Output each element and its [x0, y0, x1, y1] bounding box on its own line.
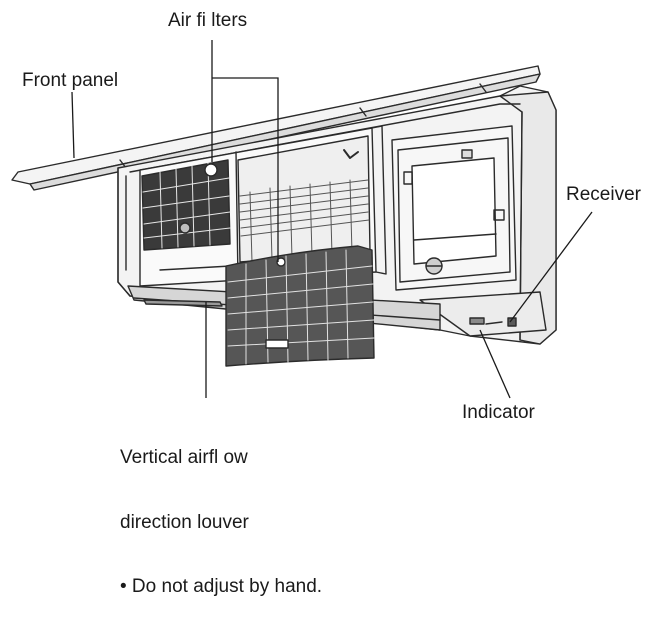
pulled-filter [225, 245, 375, 367]
leader-air-filters-bracket [212, 77, 279, 262]
vertical-louver-note: • Do not adjust by hand. [120, 576, 323, 597]
vertical-louver-line1: Vertical airfl ow [120, 447, 248, 468]
vertical-louver-line2: direction louver [120, 511, 249, 533]
leader-receiver [509, 211, 593, 323]
receiver-label: Receiver [566, 184, 641, 205]
front-panel-label: Front panel [22, 70, 119, 91]
vertical-louver-label: Vertical airfl ow direction louver • Do … [120, 404, 322, 619]
left-filter-mesh [141, 159, 231, 251]
air-conditioner-illustration [11, 40, 593, 399]
leader-lines [71, 40, 593, 399]
air-filters-label: Air fi lters [168, 10, 248, 31]
receiver-panel [419, 291, 547, 337]
leader-indicator [479, 329, 511, 399]
control-box [391, 125, 517, 291]
leader-front-panel [71, 91, 75, 159]
indicator-label: Indicator [462, 402, 535, 423]
